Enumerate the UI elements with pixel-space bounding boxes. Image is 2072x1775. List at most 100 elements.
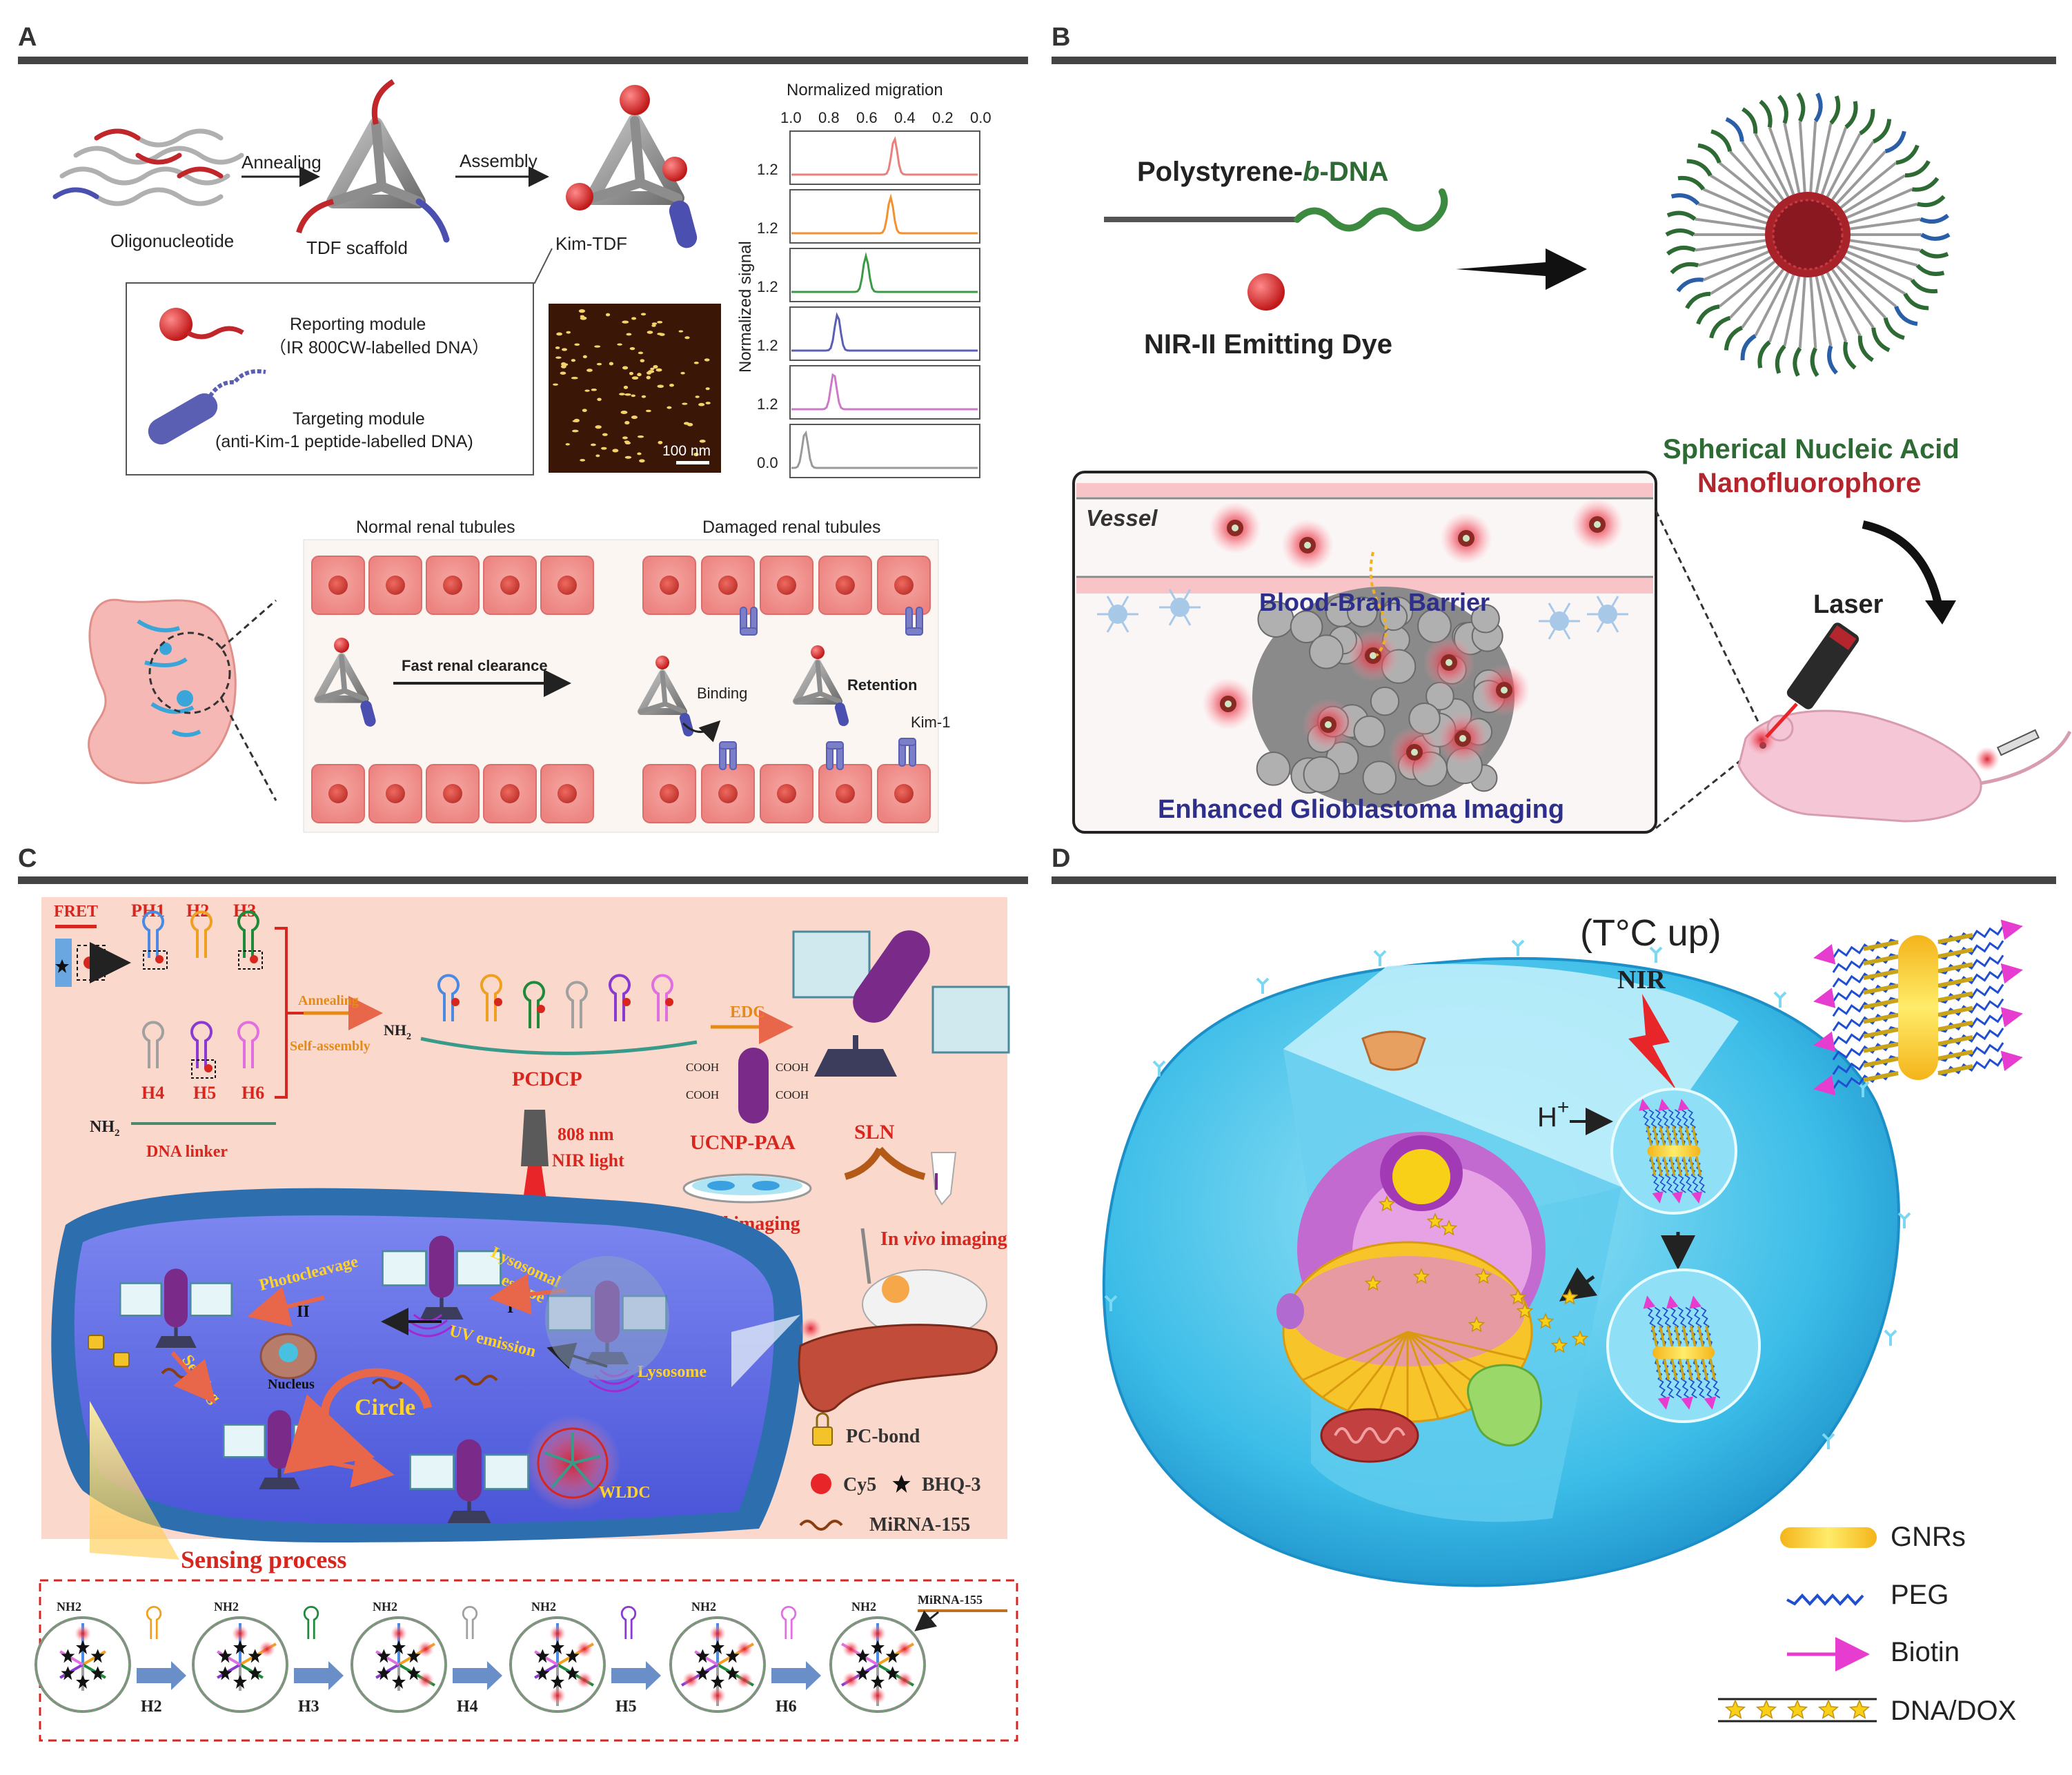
- afm-particle: [687, 422, 693, 426]
- dna-strand-dox: [1689, 1325, 1697, 1347]
- afm-particle: [571, 376, 578, 380]
- polymer-strand: [1847, 202, 1918, 225]
- afm-particle: [609, 362, 614, 366]
- afm-particle: [594, 345, 601, 348]
- dna-corona-strand: [1665, 228, 1695, 237]
- ucnp-paa-label: UCNP-PAA: [690, 1131, 796, 1154]
- dna-strand-dox: [1695, 1156, 1702, 1177]
- dna-corona-strand: [1725, 117, 1744, 142]
- ps-dna-label: Polystyrene-b-DNA: [1137, 157, 1389, 187]
- x-tick-label: 0.2: [932, 109, 954, 126]
- polymer-strand: [1842, 255, 1906, 295]
- dna-strand-dox: [1937, 933, 1973, 944]
- afm-particle: [641, 395, 647, 398]
- panel-a: A Oligonucleotide Annealing TDF scaffold…: [18, 23, 1028, 833]
- biotin-end: [1813, 943, 1836, 965]
- sensing-arm: [694, 1650, 719, 1666]
- cy5-dot: [451, 998, 460, 1006]
- sensing-arm: [217, 1650, 241, 1666]
- afm-particle: [586, 369, 593, 372]
- circulating-sna: [1281, 519, 1334, 571]
- h4-label: H4: [141, 1083, 164, 1103]
- afm-particle: [684, 336, 690, 340]
- dna-strand-dox: [1937, 1006, 1973, 1017]
- sensing-arm: [59, 1650, 83, 1666]
- ucnp-probe-construct: [409, 1439, 529, 1523]
- nuclear-envelope-line: [1347, 1331, 1409, 1411]
- retention-label: Retention: [847, 676, 917, 694]
- polymer-strand: [1830, 141, 1875, 202]
- zoom-line-bottom: [1655, 744, 1760, 830]
- step-arrow: [294, 1668, 328, 1683]
- dna-strand-dox: [1650, 1156, 1657, 1177]
- module-legend-box: [126, 282, 534, 475]
- dna-strand-dox: [1651, 1325, 1658, 1347]
- h2-label: H2: [186, 901, 209, 921]
- dna-corona-strand: [1844, 101, 1858, 129]
- svg-text:COOH: COOH: [686, 1088, 719, 1101]
- polymer-strand: [1845, 188, 1913, 219]
- tubule-cell: [818, 764, 872, 823]
- dox-star: [1786, 1699, 1808, 1719]
- dna-corona-strand: [1742, 107, 1758, 134]
- dox-star: [1509, 1288, 1527, 1305]
- sensing-signal: [549, 1687, 566, 1704]
- mirna-icon: [799, 1520, 843, 1531]
- astrocyte: [1159, 589, 1201, 626]
- dox-star: [1537, 1313, 1555, 1329]
- polymer-strand: [1809, 121, 1817, 194]
- polymer-strand: [1697, 244, 1768, 267]
- targeting-module-icon: [148, 393, 218, 444]
- tumor-cell: [1470, 604, 1500, 634]
- afm-particle: [651, 322, 658, 325]
- step-arrow: [453, 1668, 487, 1683]
- ph1-label: PH1: [131, 901, 165, 921]
- dna-corona-strand: [1911, 177, 1940, 192]
- afm-particle: [646, 375, 651, 380]
- sln-arrows: [844, 1146, 926, 1180]
- laser-label: Laser: [1813, 590, 1884, 619]
- svg-text:WLDC: WLDC: [599, 1484, 651, 1502]
- dna-corona-strand: [1910, 278, 1938, 294]
- polymer-strand: [1798, 275, 1806, 349]
- y-tick-label: 1.2: [757, 337, 778, 354]
- polymer-strand: [1820, 126, 1848, 197]
- bhq3-label: BHQ-3: [922, 1474, 981, 1495]
- tubule-cell: [642, 556, 696, 615]
- membrane-receptor: [1897, 1212, 1911, 1228]
- dox-star: [1364, 1275, 1382, 1291]
- membrane-receptor: [1373, 950, 1387, 966]
- afm-particle: [574, 343, 580, 346]
- dna-corona-strand: [1843, 341, 1857, 370]
- accumulated-sna: [1423, 636, 1475, 689]
- sensing-signal: [575, 1640, 593, 1658]
- bracket: [275, 927, 304, 1099]
- dna-strand-dox: [1709, 1358, 1716, 1380]
- polymer-strand: [1839, 161, 1897, 210]
- syringe: [1996, 729, 2040, 756]
- dox-star: [1440, 1219, 1458, 1236]
- circle-label: Circle: [355, 1395, 415, 1420]
- dna-strand-dox: [1937, 962, 1973, 974]
- dox-star: [1550, 1337, 1568, 1353]
- plot-series-line: [791, 373, 978, 411]
- y-tick-label: 1.2: [757, 395, 778, 413]
- kim-tdf-label: Kim-TDF: [555, 233, 627, 254]
- astrocyte: [1097, 596, 1138, 633]
- step-arrow: [611, 1668, 646, 1683]
- afm-particle: [624, 440, 630, 443]
- dna-corona-strand: [1919, 248, 1949, 259]
- cy5-dot: [204, 1064, 213, 1072]
- accumulated-sna: [1202, 678, 1254, 730]
- nuclear-envelope-line: [1302, 1331, 1408, 1382]
- polymer-strand: [1848, 217, 1921, 231]
- eppendorf-tube: [930, 1152, 957, 1206]
- afm-particle: [653, 364, 658, 369]
- afm-particle: [624, 421, 630, 425]
- nuclear-envelope-line: [1321, 1331, 1408, 1398]
- dna-strand-dox: [1863, 1056, 1899, 1068]
- tubule-cell: [368, 764, 422, 823]
- afm-particle: [680, 371, 685, 375]
- tumor-cell: [1353, 715, 1385, 748]
- x-tick-label: 0.8: [818, 109, 840, 126]
